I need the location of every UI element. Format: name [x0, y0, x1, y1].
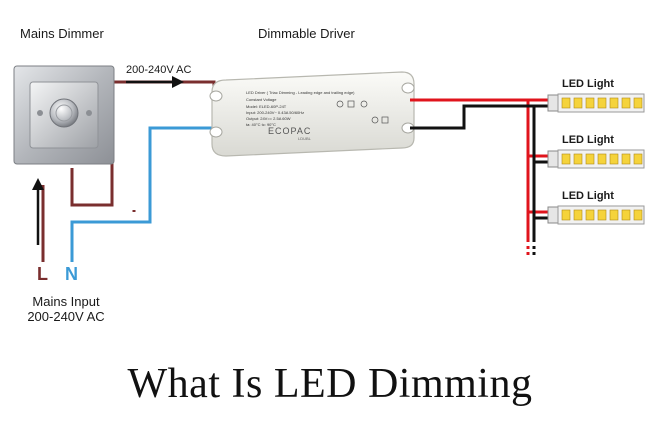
ac-input-arrow	[126, 76, 184, 88]
ac-input-label: 200-240V AC	[126, 64, 192, 76]
driver-line-2: Constant Voltage	[246, 97, 277, 102]
driver-line-6: ta: 40°C tc: 90°C	[246, 122, 276, 127]
mains-input-arrow	[32, 178, 44, 245]
dc-negative-wire	[410, 104, 552, 242]
live-terminal-label: L	[37, 264, 48, 284]
mains-input-label-line-2: 200-240V AC	[27, 309, 105, 324]
continuation-dashes	[526, 246, 536, 258]
mains-dimmer-label: Mains Dimmer	[20, 26, 104, 41]
driver-line-3: Model: ELED-60P-24T	[246, 104, 287, 109]
led-strip-3	[547, 205, 645, 225]
dimmable-driver: LED Driver ( Triac Dimming - Leading edg…	[209, 71, 415, 157]
driver-line-5: Output: 24V== 2.5A 60W	[246, 116, 291, 121]
led-light-label-3: LED Light	[562, 190, 614, 202]
driver-line-1: LED Driver ( Triac Dimming - Leading edg…	[246, 90, 355, 95]
led-strip-1	[547, 93, 645, 113]
neutral-terminal-label: N	[65, 264, 78, 284]
led-strip-2	[547, 149, 645, 169]
mains-input-label: Mains Input 200-240V AC	[16, 294, 116, 324]
driver-logo-sub: LDUBL	[298, 136, 312, 141]
dc-positive-wire	[410, 98, 552, 242]
certification-marks	[336, 100, 389, 124]
driver-logo: ECOPAC	[268, 126, 311, 136]
mains-input-label-line-1: Mains Input	[32, 294, 100, 309]
driver-line-4: Input: 200-240V~ 0.43A 50/60Hz	[246, 110, 304, 115]
led-light-label-1: LED Light	[562, 78, 614, 90]
dimmable-driver-label: Dimmable Driver	[258, 26, 355, 41]
page-title: What Is LED Dimming	[127, 361, 533, 407]
mains-dimmer	[13, 65, 115, 165]
led-light-label-2: LED Light	[562, 134, 614, 146]
